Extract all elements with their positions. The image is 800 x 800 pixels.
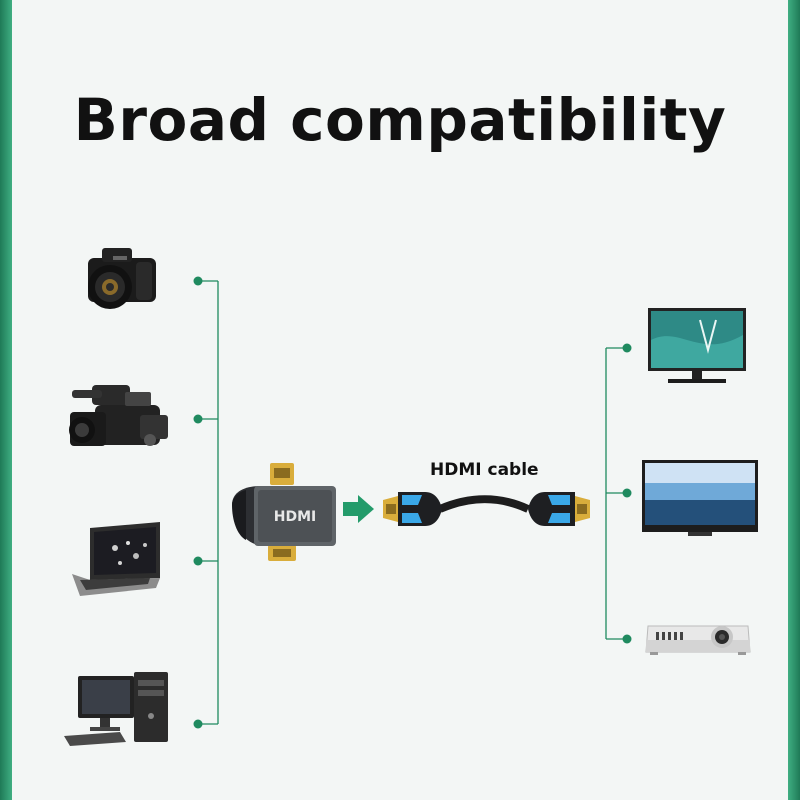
hdmi-cable-icon: [383, 492, 590, 526]
laptop-icon: [72, 522, 160, 596]
camera-icon: [88, 248, 156, 309]
connector-dot: [622, 343, 632, 353]
frame-right-border: [788, 0, 800, 800]
connector-dot: [193, 276, 203, 286]
frame-left-border: [0, 0, 12, 800]
connector-dot: [622, 488, 632, 498]
tv-icon: [642, 460, 758, 536]
connector-dot: [193, 719, 203, 729]
hdmi-adapter-icon: HDMI: [232, 463, 336, 561]
monitor-icon: [648, 308, 746, 383]
connector-dot: [622, 634, 632, 644]
connector-dot: [193, 414, 203, 424]
projector-icon: [645, 625, 751, 655]
cable-label: HDMI cable: [430, 460, 539, 480]
camcorder-icon: [69, 385, 168, 446]
page-title: Broad compatibility: [73, 86, 727, 154]
arrow-right-icon: [343, 495, 374, 523]
source-connector-lines: [198, 280, 219, 725]
adapter-logo: HDMI: [274, 509, 316, 525]
connector-dot: [193, 556, 203, 566]
desktop-pc-icon: [64, 672, 168, 746]
